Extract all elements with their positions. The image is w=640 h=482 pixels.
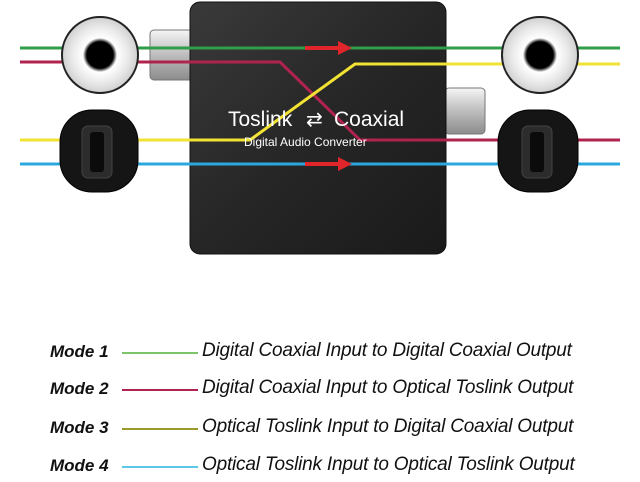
- optical-connector-right: [497, 109, 579, 193]
- mode-description: Digital Coaxial Input to Optical Toslink…: [202, 377, 574, 398]
- legend-row-mode-2: Mode 2 Digital Coaxial Input to Optical …: [0, 375, 640, 405]
- device-subtitle: Digital Audio Converter: [244, 135, 367, 149]
- rca-connector-left: [61, 16, 139, 94]
- rca-jack-right: [444, 87, 486, 135]
- mode-description: Optical Toslink Input to Optical Toslink…: [202, 454, 575, 475]
- rca-jack-left: [149, 29, 195, 81]
- red-line: [20, 60, 620, 142]
- mode-label: Mode 3: [50, 418, 109, 437]
- device-title-left: Toslink: [228, 108, 293, 131]
- legend-row-mode-4: Mode 4 Optical Toslink Input to Optical …: [0, 452, 640, 482]
- arrow-top: [305, 41, 352, 55]
- mode-legend: Mode 1 Digital Coaxial Input to Digital …: [0, 330, 640, 480]
- arrow-bottom: [305, 157, 352, 171]
- device-title-right: Coaxial: [334, 108, 404, 131]
- mode-description: Optical Toslink Input to Digital Coaxial…: [202, 416, 574, 437]
- mode-color-line: [122, 389, 198, 391]
- mode-label: Mode 1: [50, 342, 109, 361]
- legend-row-mode-3: Mode 3 Optical Toslink Input to Digital …: [0, 414, 640, 444]
- mode-color-line: [122, 466, 198, 468]
- converter-diagram: Toslink ⇄ Coaxial Digital Audio Converte…: [20, 1, 620, 255]
- mode-label: Mode 4: [50, 456, 109, 475]
- mode-label: Mode 2: [50, 379, 109, 398]
- mode-color-line: [122, 352, 198, 354]
- rca-connector-right: [501, 16, 579, 94]
- mode-color-line: [122, 428, 198, 430]
- mode-description: Digital Coaxial Input to Digital Coaxial…: [202, 340, 572, 361]
- optical-connector-left: [59, 109, 139, 193]
- device-title-arrow: ⇄: [306, 107, 323, 131]
- legend-row-mode-1: Mode 1 Digital Coaxial Input to Digital …: [0, 338, 640, 368]
